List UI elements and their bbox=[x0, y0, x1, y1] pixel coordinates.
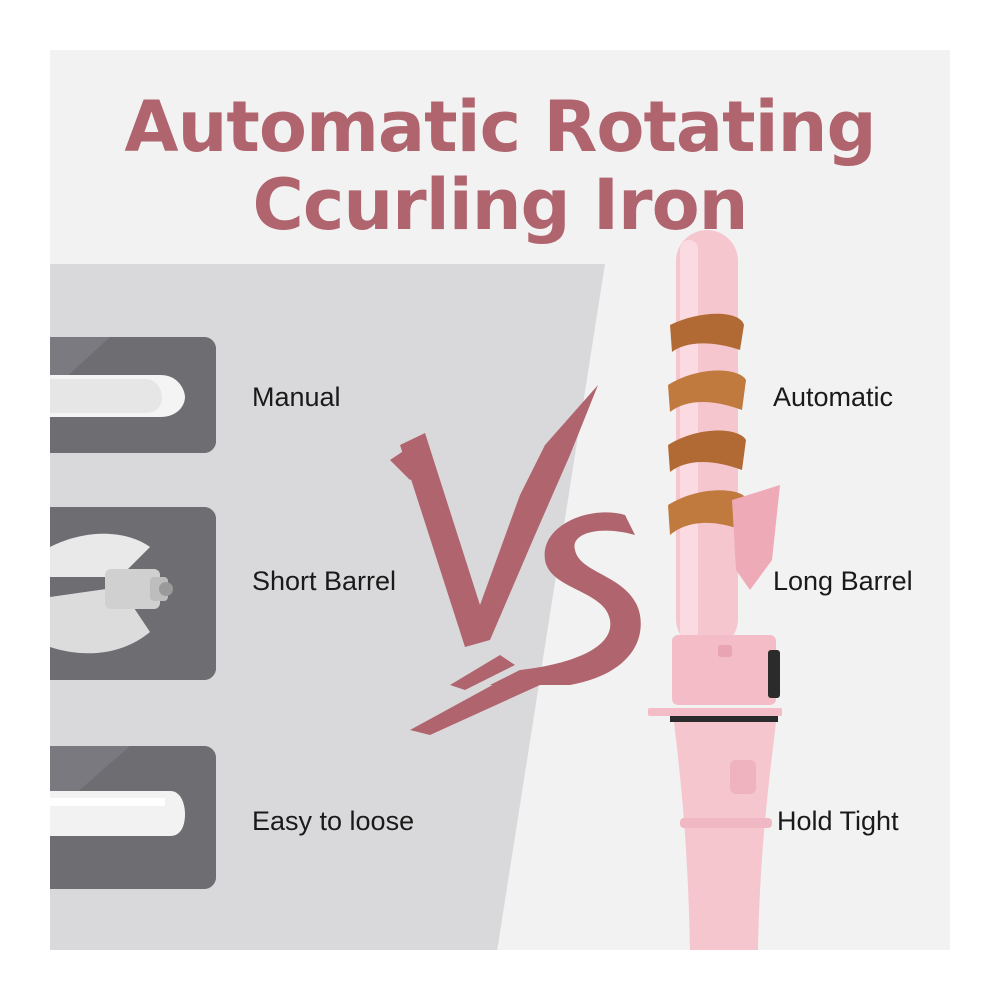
vs-brush-graphic: VS bbox=[390, 385, 641, 735]
product-comparison-canvas: Automatic Rotating Ccurling Iron bbox=[50, 50, 950, 950]
manual-thumbnail bbox=[50, 337, 216, 453]
straight-barrel-tip-icon bbox=[50, 337, 216, 453]
right-feature-label-hold-tight: Hold Tight bbox=[777, 806, 899, 836]
rotating-curling-iron-image bbox=[648, 230, 782, 950]
right-feature-label-long-barrel: Long Barrel bbox=[773, 566, 913, 596]
title-line-2: Ccurling Iron bbox=[252, 164, 748, 246]
right-feature-label-automatic: Automatic bbox=[773, 382, 894, 412]
short-barrel-thumbnail bbox=[50, 507, 216, 680]
title-line-1: Automatic Rotating bbox=[124, 86, 876, 168]
loose-barrel-icon bbox=[50, 746, 216, 889]
loose-barrel-thumbnail bbox=[50, 746, 216, 889]
left-feature-label-easy-to-loose: Easy to loose bbox=[252, 806, 415, 836]
short-barrel-icon bbox=[50, 507, 216, 680]
left-feature-label-short-barrel: Short Barrel bbox=[252, 566, 397, 596]
left-feature-label-manual: Manual bbox=[252, 382, 341, 412]
page-title: Automatic Rotating Ccurling Iron bbox=[50, 88, 950, 244]
